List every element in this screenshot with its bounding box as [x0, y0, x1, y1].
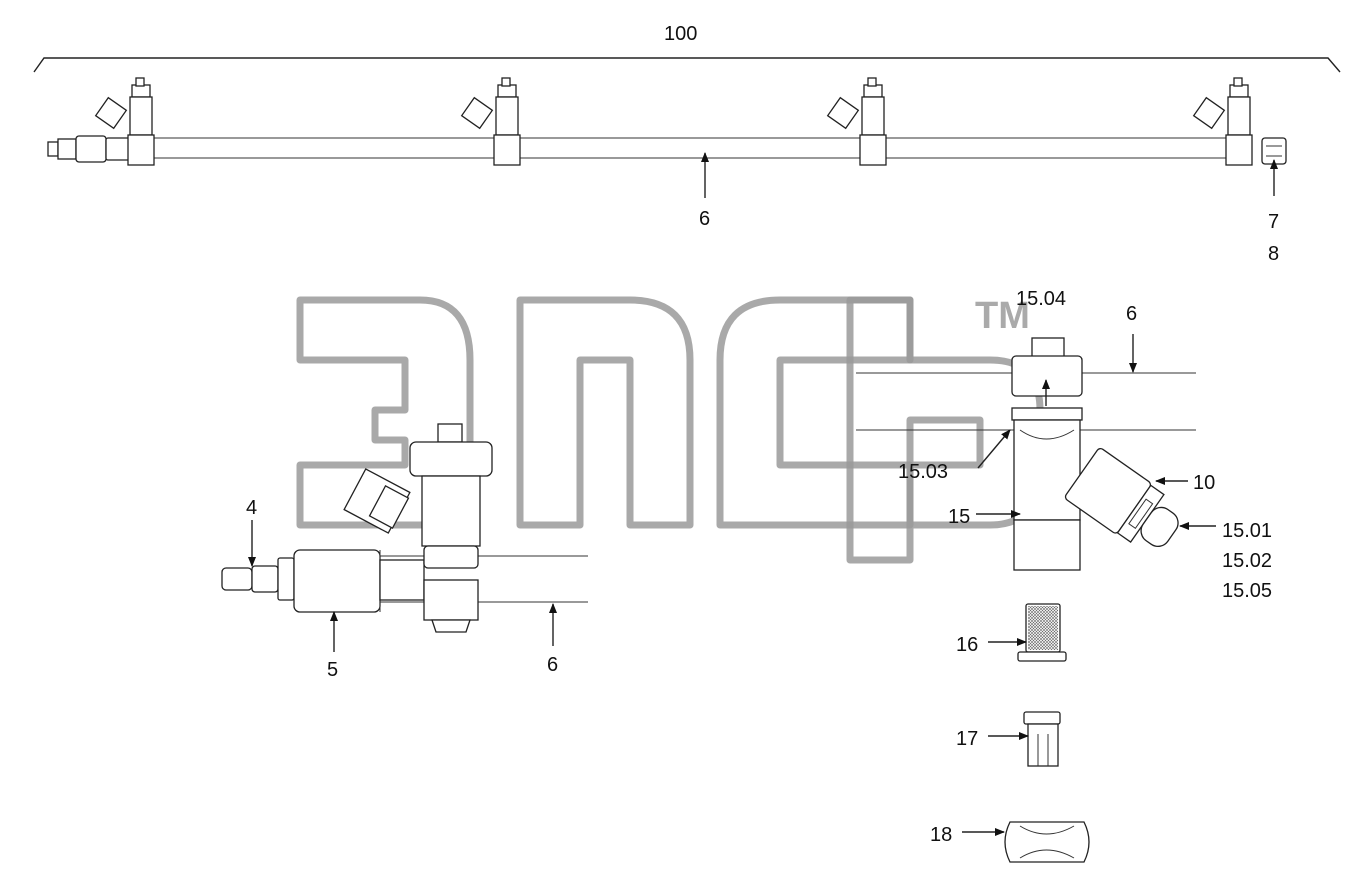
- nozzle-body-4: [1192, 77, 1253, 166]
- top-pipe-assembly: 6 7 8: [47, 77, 1287, 265]
- nozzle-body-1: [94, 77, 155, 166]
- label-detail-pipe-right: 6: [1126, 303, 1137, 325]
- label-15-02: 15.02: [1222, 550, 1272, 572]
- label-coupler: 5: [327, 659, 338, 681]
- label-18: 18: [930, 824, 952, 846]
- label-15-01: 15.01: [1222, 520, 1272, 542]
- label-detail-pipe-left: 6: [547, 654, 558, 676]
- strainer-part-16: 16: [956, 603, 1067, 662]
- label-15-03: 15.03: [898, 461, 948, 483]
- label-17: 17: [956, 728, 978, 750]
- assembly-label: 100: [664, 23, 697, 45]
- watermark-logo: TM: [296, 295, 1044, 564]
- label-end-cap-8: 8: [1268, 243, 1279, 265]
- label-15: 15: [948, 506, 970, 528]
- nozzle-body-detail: 15.04 6 15.03 15 10 15.01 15.02 15.05: [856, 288, 1272, 602]
- label-hose-barb: 4: [246, 497, 257, 519]
- assembly-bracket: 100: [33, 23, 1341, 73]
- nozzle-body-3: [826, 77, 887, 166]
- label-16: 16: [956, 634, 978, 656]
- watermark-tm: TM: [975, 295, 1030, 337]
- nozzle-body-2: [460, 77, 521, 166]
- cap-nut-part-18: 18: [930, 821, 1090, 863]
- label-10: 10: [1193, 472, 1215, 494]
- label-top-pipe: 6: [699, 208, 710, 230]
- nozzle-tip-part-17: 17: [956, 711, 1061, 767]
- label-15-05: 15.05: [1222, 580, 1272, 602]
- inlet-detail: 4 5 6: [221, 423, 588, 681]
- label-15-04: 15.04: [1016, 288, 1066, 310]
- label-end-cap-7: 7: [1268, 211, 1279, 233]
